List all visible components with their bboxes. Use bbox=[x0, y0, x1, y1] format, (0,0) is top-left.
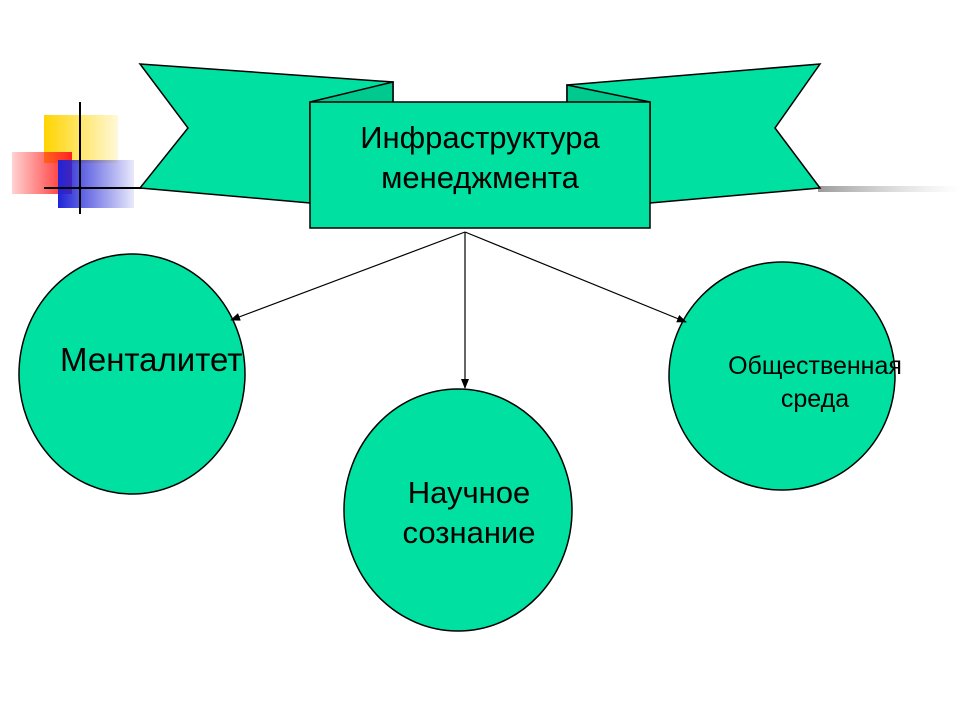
node-science-line-2: сознание bbox=[402, 515, 536, 550]
node-mentalitet-label: Менталитет bbox=[60, 341, 243, 378]
deco-blue-square bbox=[58, 160, 134, 208]
decorative-squares bbox=[12, 102, 150, 214]
node-social-line-2: среда bbox=[780, 385, 850, 413]
node-science-label: Научное сознание bbox=[384, 473, 554, 553]
node-mentalitet-circle bbox=[18, 253, 246, 495]
ribbon-banner bbox=[138, 63, 822, 229]
node-social-line-1: Общественная bbox=[728, 352, 902, 380]
banner-title-line-2: менеджмента bbox=[381, 160, 579, 195]
node-science-line-1: Научное bbox=[407, 475, 531, 510]
arrow-to-social bbox=[464, 231, 687, 323]
banner-title: Инфраструктура менеджмента bbox=[310, 118, 650, 198]
deco-gray-line bbox=[818, 186, 960, 192]
node-social-label: Общественная среда bbox=[690, 350, 940, 416]
node-science-circle bbox=[343, 388, 573, 632]
banner-center-panel bbox=[309, 101, 651, 229]
banner-title-line-1: Инфраструктура bbox=[360, 120, 600, 155]
arrows bbox=[230, 231, 687, 389]
arrow-to-mentalitet bbox=[230, 231, 466, 321]
node-social-circle bbox=[668, 261, 896, 491]
